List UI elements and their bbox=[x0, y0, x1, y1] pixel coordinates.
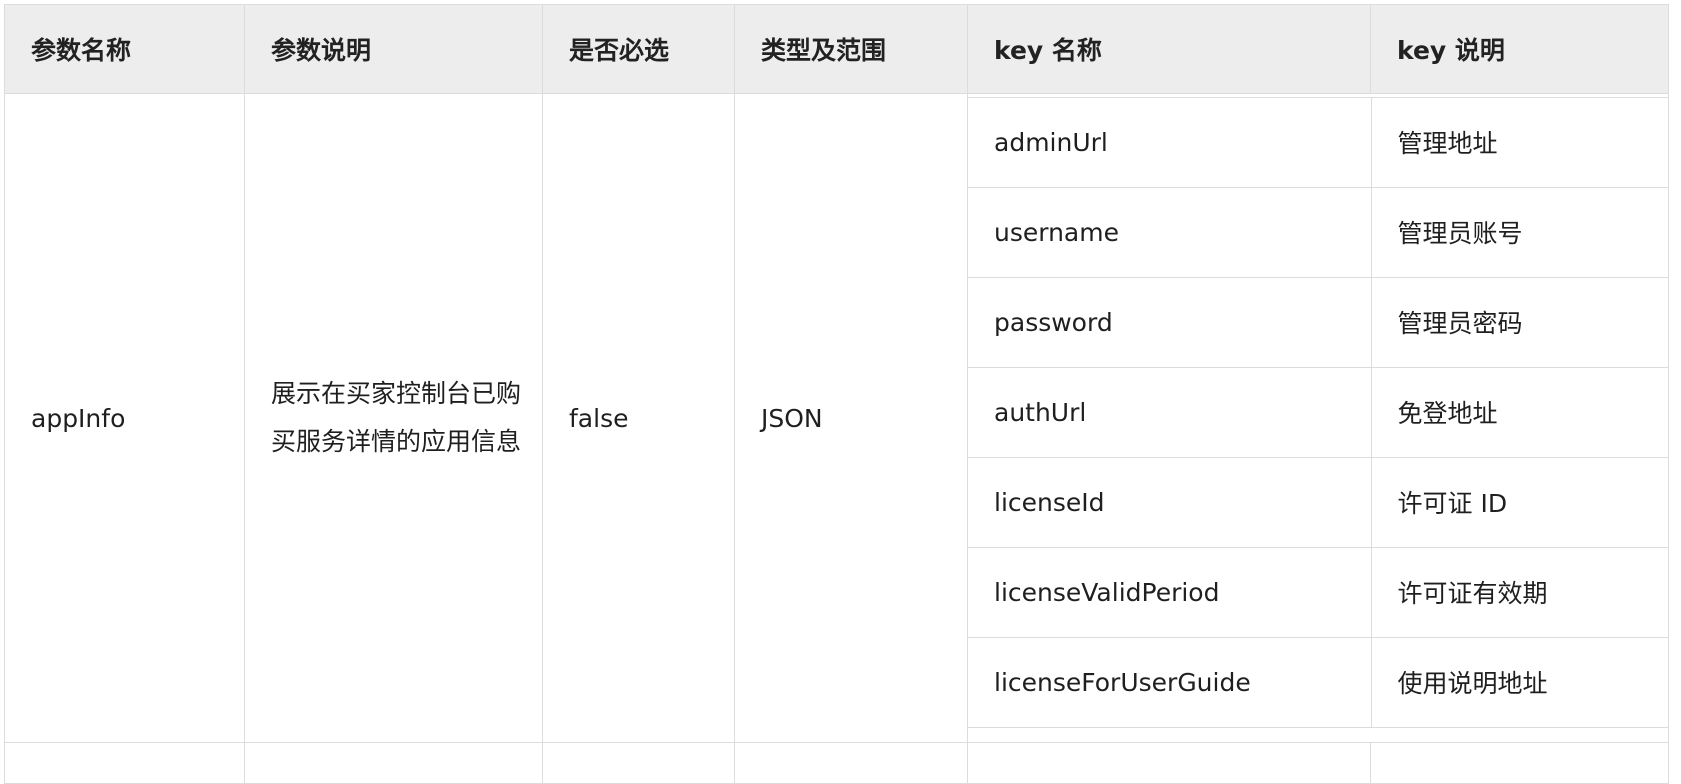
table-body: appInfo 展示在买家控制台已购买服务详情的应用信息 false JSON … bbox=[4, 92, 1669, 784]
param-name-cell: appInfo bbox=[4, 92, 245, 744]
key-row: licenseForUserGuide 使用说明地址 bbox=[968, 636, 1669, 728]
key-name: authUrl bbox=[968, 366, 1372, 458]
partial-cell bbox=[244, 742, 543, 784]
key-name: licenseId bbox=[968, 456, 1372, 548]
key-row: password 管理员密码 bbox=[968, 276, 1669, 368]
key-name: licenseForUserGuide bbox=[968, 636, 1372, 728]
key-row: username 管理员账号 bbox=[968, 186, 1669, 278]
partial-cell bbox=[967, 742, 1371, 784]
key-description: 管理员密码 bbox=[1370, 276, 1669, 368]
table-row-partial bbox=[4, 742, 1669, 784]
key-row: authUrl 免登地址 bbox=[968, 366, 1669, 458]
table-header: 参数名称 参数说明 是否必选 类型及范围 key 名称 key 说明 bbox=[4, 4, 1669, 94]
key-description: 许可证有效期 bbox=[1370, 546, 1669, 638]
key-description: 许可证 ID bbox=[1370, 456, 1669, 548]
header-key-description: key 说明 bbox=[1370, 4, 1669, 94]
key-description: 管理地址 bbox=[1370, 96, 1669, 188]
key-description: 管理员账号 bbox=[1370, 186, 1669, 278]
partial-cell bbox=[4, 742, 245, 784]
header-param-name: 参数名称 bbox=[4, 4, 245, 94]
param-description-cell: 展示在买家控制台已购买服务详情的应用信息 bbox=[244, 92, 543, 744]
key-row: adminUrl 管理地址 bbox=[968, 96, 1669, 188]
key-name: adminUrl bbox=[968, 96, 1372, 188]
key-table: adminUrl 管理地址 username 管理员账号 password 管理… bbox=[968, 94, 1669, 728]
key-row: licenseId 许可证 ID bbox=[968, 456, 1669, 548]
partial-cell bbox=[542, 742, 735, 784]
key-list-cell: adminUrl 管理地址 username 管理员账号 password 管理… bbox=[967, 92, 1669, 744]
key-name: licenseValidPeriod bbox=[968, 546, 1372, 638]
table-row-appinfo: appInfo 展示在买家控制台已购买服务详情的应用信息 false JSON … bbox=[4, 92, 1669, 744]
type-cell: JSON bbox=[734, 92, 968, 744]
header-required: 是否必选 bbox=[542, 4, 735, 94]
key-row: licenseValidPeriod 许可证有效期 bbox=[968, 546, 1669, 638]
header-type-range: 类型及范围 bbox=[734, 4, 968, 94]
partial-cell bbox=[734, 742, 968, 784]
header-key-name: key 名称 bbox=[967, 4, 1371, 94]
parameter-table: 参数名称 参数说明 是否必选 类型及范围 key 名称 key 说明 appIn… bbox=[4, 4, 1669, 784]
header-row: 参数名称 参数说明 是否必选 类型及范围 key 名称 key 说明 bbox=[4, 4, 1669, 94]
key-name: username bbox=[968, 186, 1372, 278]
required-cell: false bbox=[542, 92, 735, 744]
key-description: 使用说明地址 bbox=[1370, 636, 1669, 728]
key-description: 免登地址 bbox=[1370, 366, 1669, 458]
partial-cell bbox=[1370, 742, 1669, 784]
header-param-description: 参数说明 bbox=[244, 4, 543, 94]
key-name: password bbox=[968, 276, 1372, 368]
